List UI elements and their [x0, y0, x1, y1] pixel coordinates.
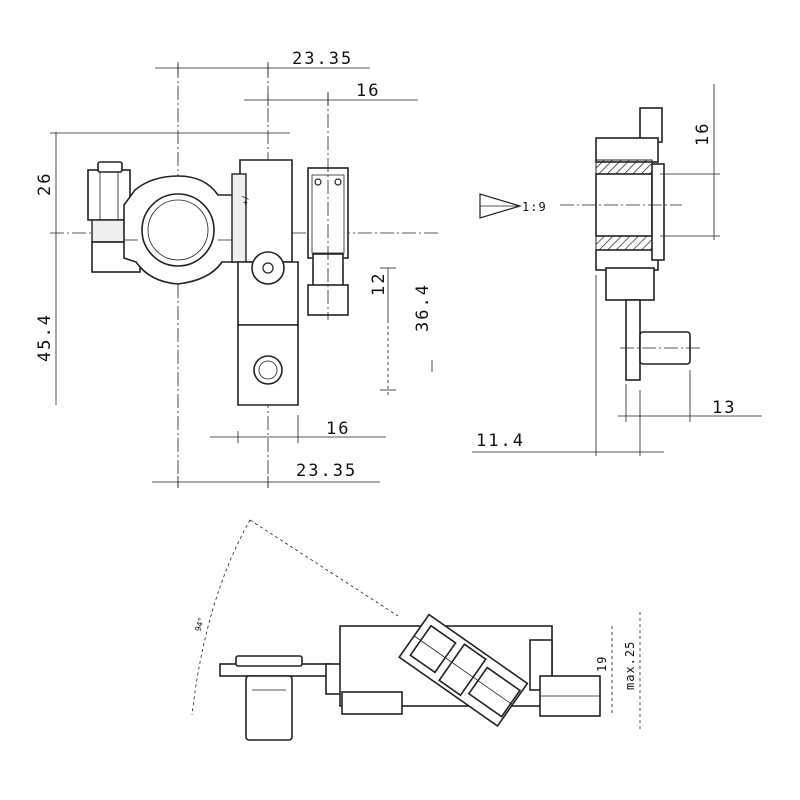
dim-lug-offset: 13 [618, 370, 762, 422]
dim-height-total: 45.4 [35, 236, 57, 405]
dim-bottom-width: 16 [210, 415, 386, 443]
top-tab [639, 107, 663, 143]
section-hatch-bottom [595, 235, 653, 251]
taper-ratio-label: 1:9 [522, 200, 547, 214]
front-view: +/- 23.35 16 26 45.4 [35, 49, 438, 488]
dim-height-max-label: max.25 [623, 641, 637, 690]
dim-angle-label: 94° [193, 616, 206, 633]
dim-height-upper-label: 26 [35, 172, 55, 196]
post-bore [141, 193, 215, 267]
dim-bottom-offset: 23.35 [152, 461, 380, 488]
dim-height-upper: 26 [35, 132, 290, 236]
lug-bolt [251, 251, 285, 285]
dim-lug-small: 12 [369, 267, 396, 320]
dim-bore-label: 16 [693, 122, 713, 146]
angle-ray [249, 519, 399, 617]
dim-width-label: 11.4 [476, 431, 525, 451]
dim-top-offset: 23.35 [155, 49, 370, 74]
dim-height-label: 19 [595, 656, 609, 672]
dim-bottom-width-label: 16 [326, 419, 350, 439]
dim-lug-offset-label: 13 [712, 398, 736, 418]
dim-bore: 16 [660, 84, 720, 240]
bottom-bolt [245, 675, 293, 741]
dim-bottom-height: 19 max.25 [595, 612, 641, 730]
side-view: 1:9 16 13 11.4 [472, 84, 762, 456]
bottom-view: 94° 19 max.25 [191, 519, 641, 741]
dim-lug-small-label: 12 [369, 272, 389, 296]
side-lug [625, 299, 641, 381]
lug-hole [253, 355, 283, 385]
tilted-screw [398, 613, 529, 728]
clamp-body [123, 159, 293, 285]
dim-width: 11.4 [472, 275, 664, 456]
dim-bottom-offset-label: 23.35 [296, 461, 357, 481]
taper-symbol: 1:9 [479, 193, 547, 219]
side-screw [307, 92, 349, 320]
cable-lug [237, 251, 299, 406]
dim-lug-height: 36.4 [380, 283, 433, 395]
dim-height-total-label: 45.4 [35, 313, 55, 362]
dim-top-width-label: 16 [356, 81, 380, 101]
dim-lug-height-label: 36.4 [413, 283, 433, 332]
dim-top-width: 16 [244, 81, 418, 106]
dim-top-offset-label: 23.35 [292, 49, 353, 69]
section-hatch-top [595, 159, 653, 175]
body-marking: +/- [241, 191, 250, 205]
angle-arc [191, 519, 251, 716]
